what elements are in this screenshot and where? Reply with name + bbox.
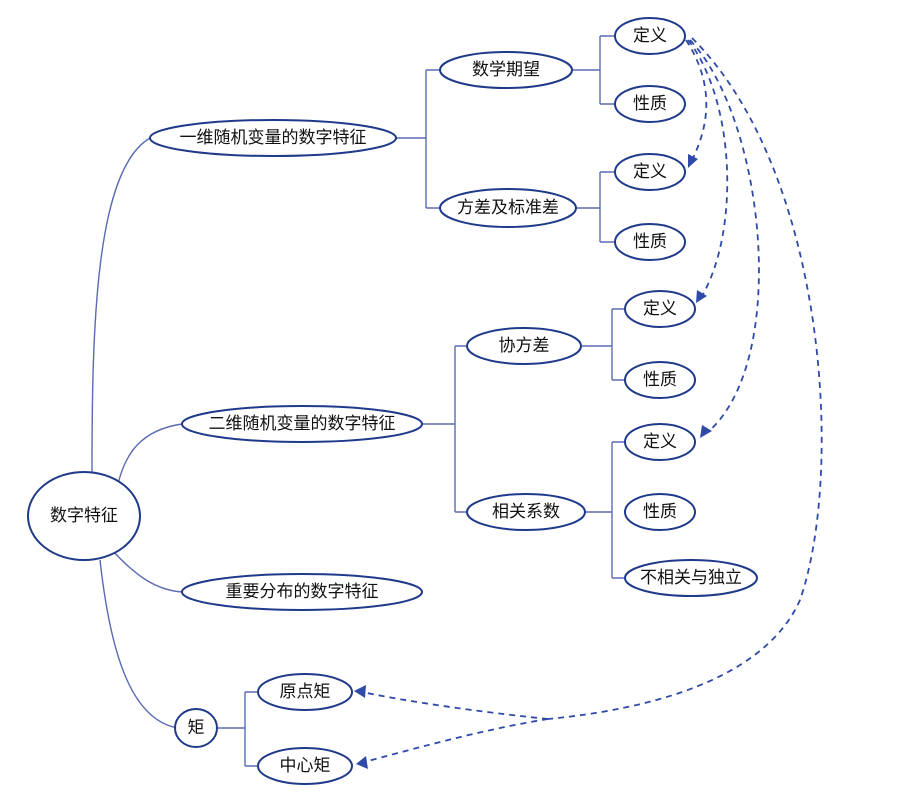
link-expectation-bracket (572, 35, 615, 105)
node-variance-definition[interactable]: 定义 (614, 153, 686, 191)
node-covariance-property-label: 性质 (643, 370, 677, 390)
ref-arrowhead-central-moment (356, 756, 368, 769)
link-covariance-bracket (581, 308, 625, 381)
ref-arrowhead-corr-def (700, 425, 712, 438)
ref-arrowhead-var-def (688, 154, 698, 168)
node-two-dim[interactable]: 二维随机变量的数字特征 (181, 405, 423, 443)
ref-arrowhead-origin-moment (354, 685, 366, 698)
node-uncorrelated-independent[interactable]: 不相关与独立 (624, 559, 758, 597)
node-correlation-property[interactable]: 性质 (624, 493, 696, 531)
node-uncorrelated-independent-label: 不相关与独立 (640, 568, 742, 588)
node-expectation-definition[interactable]: 定义 (614, 17, 686, 55)
node-central-moment-label: 中心矩 (280, 756, 331, 776)
node-one-dim[interactable]: 一维随机变量的数字特征 (149, 119, 397, 157)
node-expectation-property[interactable]: 性质 (614, 85, 686, 123)
node-correlation-label: 相关系数 (492, 502, 560, 522)
node-expectation[interactable]: 数学期望 (439, 51, 573, 89)
link-root-moments (99, 559, 179, 729)
ref-arrow-to-central-moment (363, 718, 549, 763)
node-covariance-property[interactable]: 性质 (624, 361, 696, 399)
node-expectation-property-label: 性质 (633, 94, 667, 114)
node-origin-moment-label: 原点矩 (280, 682, 331, 702)
node-variance[interactable]: 方差及标准差 (439, 188, 577, 228)
link-moments-bracket (217, 691, 258, 767)
node-variance-property[interactable]: 性质 (614, 223, 686, 261)
tree-connectors (91, 35, 625, 767)
node-covariance-definition[interactable]: 定义 (624, 290, 696, 328)
node-variance-label: 方差及标准差 (457, 198, 559, 218)
node-covariance-definition-label: 定义 (643, 299, 677, 319)
node-origin-moment[interactable]: 原点矩 (257, 673, 353, 711)
node-correlation[interactable]: 相关系数 (466, 493, 586, 531)
node-expectation-definition-label: 定义 (633, 26, 667, 46)
ref-arrow-to-corr-def (689, 39, 760, 433)
node-covariance[interactable]: 协方差 (466, 327, 582, 365)
node-two-dim-label: 二维随机变量的数字特征 (209, 414, 396, 434)
link-root-two-dim (117, 423, 183, 485)
link-correlation-bracket (585, 441, 625, 579)
ref-arrowhead-cov-def (696, 290, 707, 303)
node-variance-definition-label: 定义 (633, 162, 667, 182)
node-correlation-property-label: 性质 (643, 502, 677, 522)
ref-arrow-to-moments (547, 37, 823, 720)
link-one-dim-bracket (396, 69, 440, 209)
node-covariance-label: 协方差 (499, 336, 550, 356)
link-two-dim-bracket (422, 345, 468, 513)
reference-arrows (354, 37, 823, 769)
node-correlation-definition-label: 定义 (643, 432, 677, 452)
ref-arrow-to-var-def (685, 39, 708, 161)
node-common-distributions-label: 重要分布的数字特征 (226, 582, 379, 602)
node-root-label: 数字特征 (50, 506, 118, 526)
node-common-distributions[interactable]: 重要分布的数字特征 (181, 573, 423, 611)
node-variance-property-label: 性质 (633, 232, 667, 252)
link-variance-bracket (576, 171, 615, 243)
link-root-one-dim (91, 137, 151, 473)
ref-arrow-to-cov-def (687, 39, 729, 297)
node-correlation-definition[interactable]: 定义 (624, 423, 696, 461)
node-one-dim-label: 一维随机变量的数字特征 (180, 128, 367, 148)
node-expectation-label: 数学期望 (472, 60, 540, 80)
link-root-common-dist (111, 549, 183, 593)
node-moments-label: 矩 (188, 718, 205, 738)
node-root[interactable]: 数字特征 (27, 471, 141, 561)
node-central-moment[interactable]: 中心矩 (257, 747, 353, 785)
node-moments[interactable]: 矩 (174, 708, 218, 748)
ref-arrow-to-origin-moment (361, 691, 549, 720)
